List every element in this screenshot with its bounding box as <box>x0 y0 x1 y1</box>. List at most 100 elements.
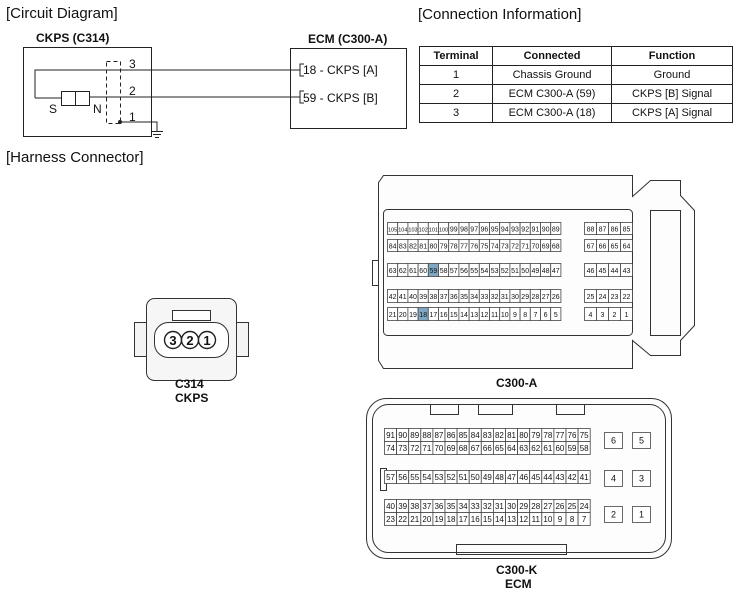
table-cell: 3 <box>419 103 493 123</box>
pin-37: 37 <box>422 502 431 511</box>
pin-38: 38 <box>430 294 438 301</box>
table-cell: ECM C300-A (18) <box>492 103 612 123</box>
pin-51: 51 <box>459 473 468 482</box>
pin-46: 46 <box>519 473 528 482</box>
pin-67: 67 <box>587 244 595 251</box>
pin-47: 47 <box>507 473 516 482</box>
pin-26: 26 <box>555 502 564 511</box>
pin-29: 29 <box>519 502 528 511</box>
pin-79: 79 <box>531 431 540 440</box>
pin-20: 20 <box>422 515 431 524</box>
pin-cell <box>550 239 562 252</box>
pin-18: 18 <box>447 515 456 524</box>
pin-12: 12 <box>519 515 528 524</box>
pin-86: 86 <box>611 227 619 234</box>
pin-cell <box>577 441 591 455</box>
pin-10: 10 <box>501 312 509 319</box>
pin-50: 50 <box>521 268 529 275</box>
pin-52: 52 <box>447 473 456 482</box>
pin-56: 56 <box>398 473 407 482</box>
pin-29: 29 <box>521 294 529 301</box>
pin-77: 77 <box>460 244 468 251</box>
pin-51: 51 <box>511 268 519 275</box>
pin-41: 41 <box>399 294 407 301</box>
ecm-pin-18-label: 18 - CKPS [A] <box>303 63 378 77</box>
pin-14: 14 <box>460 312 468 319</box>
pin-39: 39 <box>419 294 427 301</box>
pin-61: 61 <box>409 268 417 275</box>
c314-pin-3: 3 <box>169 333 176 348</box>
pin-64: 64 <box>623 244 631 251</box>
pin-76: 76 <box>568 431 577 440</box>
pin-21: 21 <box>410 515 419 524</box>
pin-56: 56 <box>460 268 468 275</box>
pin-90: 90 <box>542 227 550 234</box>
table-cell: CKPS [A] Signal <box>611 103 733 123</box>
pin-4: 4 <box>611 474 616 484</box>
pin-53: 53 <box>434 473 443 482</box>
pin-82: 82 <box>495 431 504 440</box>
pin-58: 58 <box>440 268 448 275</box>
pin-6: 6 <box>544 312 548 319</box>
pin-27: 27 <box>543 502 552 511</box>
pin-cell <box>577 470 591 484</box>
pin-75: 75 <box>580 431 589 440</box>
pin-24: 24 <box>580 502 589 511</box>
pin-1: 1 <box>625 312 629 319</box>
pin-25: 25 <box>568 502 577 511</box>
pin-cell <box>632 506 651 523</box>
pin-16: 16 <box>440 312 448 319</box>
pin-68: 68 <box>459 444 468 453</box>
pin-28: 28 <box>531 502 540 511</box>
pin-65: 65 <box>495 444 504 453</box>
sensor-connector-dashed <box>106 61 121 124</box>
pin-32: 32 <box>491 294 499 301</box>
c314-pin-2: 2 <box>186 333 193 348</box>
pin-84: 84 <box>471 431 480 440</box>
pin-18: 18 <box>419 312 427 319</box>
pin-52: 52 <box>501 268 509 275</box>
pin-79: 79 <box>440 244 448 251</box>
connection-table: Terminal Connected Function 1 Chassis Gr… <box>419 46 733 123</box>
pin-83: 83 <box>483 431 492 440</box>
c300a-label: C300-A <box>496 376 538 390</box>
pin-12: 12 <box>481 312 489 319</box>
pin-101: 101 <box>429 228 438 234</box>
pin-9: 9 <box>558 515 563 524</box>
pin-57: 57 <box>386 473 395 482</box>
pin-46: 46 <box>587 268 595 275</box>
pin-26: 26 <box>552 294 560 301</box>
pin-36: 36 <box>450 294 458 301</box>
pin-23: 23 <box>386 515 395 524</box>
pin-78: 78 <box>450 244 458 251</box>
harness-connector-title: [Harness Connector] <box>6 149 144 166</box>
pin-100: 100 <box>439 228 448 234</box>
pin-1: 1 <box>639 510 644 520</box>
table-row: 3 ECM C300-A (18) CKPS [A] Signal <box>419 103 733 123</box>
pin-33: 33 <box>471 502 480 511</box>
wire-pin-3 <box>34 69 300 98</box>
pin-25: 25 <box>587 294 595 301</box>
pin-82: 82 <box>409 244 417 251</box>
pin-59: 59 <box>430 268 438 275</box>
table-row: 1 Chassis Ground Ground <box>419 65 733 85</box>
pin-15: 15 <box>483 515 492 524</box>
pin-14: 14 <box>495 515 504 524</box>
pin-21: 21 <box>389 312 397 319</box>
pin-34: 34 <box>459 502 468 511</box>
pin-102: 102 <box>419 228 428 234</box>
pin-cell <box>632 432 651 449</box>
pin-73: 73 <box>398 444 407 453</box>
pin-44: 44 <box>543 473 552 482</box>
pin-47: 47 <box>552 268 560 275</box>
pin-60: 60 <box>419 268 427 275</box>
pin-83: 83 <box>399 244 407 251</box>
table-cell: ECM C300-A (59) <box>492 84 612 104</box>
pin-11: 11 <box>532 515 541 524</box>
pin-105: 105 <box>388 228 397 234</box>
pin-49: 49 <box>532 268 540 275</box>
pin-cell <box>620 239 633 252</box>
pin-64: 64 <box>507 444 516 453</box>
pin-22: 22 <box>398 515 407 524</box>
